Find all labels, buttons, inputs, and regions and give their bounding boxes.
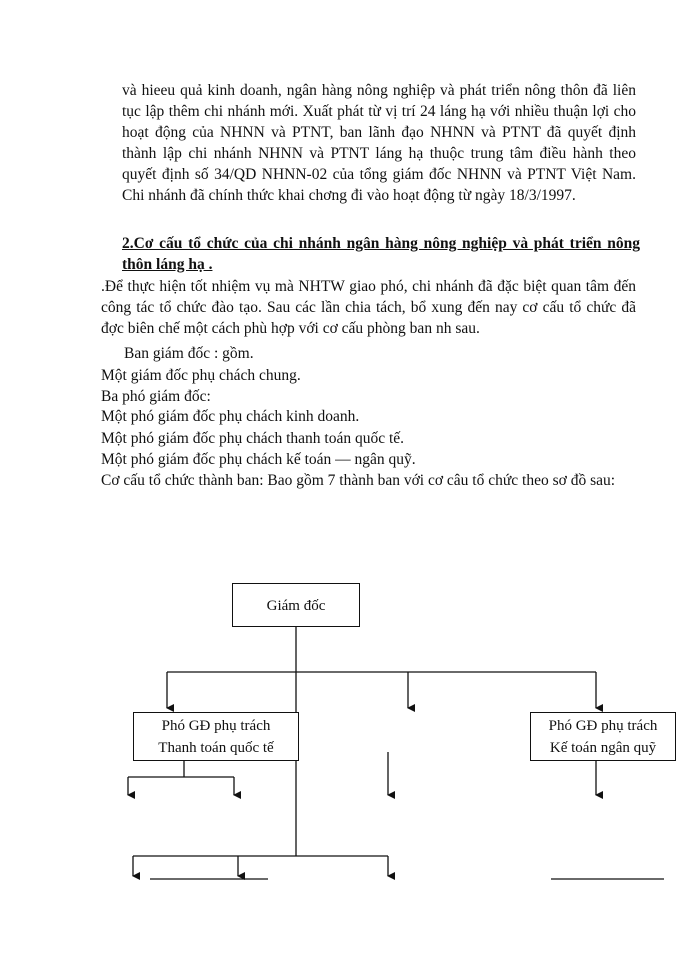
director-box-label: Giám đốc [266,598,326,614]
intro-paragraph: và hieeu quả kinh doanh, ngân hàng nông … [122,82,636,204]
left-deputy-box-line1: Phó GĐ phụ trách [161,718,271,734]
deputy-item: Một phó giám đốc phụ chách kế toán — ngâ… [101,451,416,468]
deputies-line: Ba phó giám đốc: [101,388,211,405]
right-deputy-box: Phó GĐ phụ trách Kế toán ngân quỹ [530,712,676,761]
deputy-item: Một phó giám đốc phụ chách thanh toán qu… [101,430,405,447]
left-deputy-box: Phó GĐ phụ trách Thanh toán quốc tế [133,712,299,761]
director-box: Giám đốc [232,583,360,627]
right-deputy-box-line1: Phó GĐ phụ trách [548,718,658,734]
board-title: Ban giám đốc : gồm. [124,345,254,362]
org-paragraph: .Để thực hiện tốt nhiệm vụ mà NHTW giao … [101,278,636,337]
left-deputy-box-line2: Thanh toán quốc tế [158,740,274,756]
right-deputy-box-line2: Kế toán ngân quỹ [549,740,657,756]
section-heading: 2.Cơ cấu tổ chức của chi nhánh ngân hàng… [122,235,640,273]
director-line: Một giám đốc phụ chách chung. [101,367,301,384]
deputy-item: Một phó giám đốc phụ chách kinh doanh. [101,408,360,425]
structure-paragraph: Cơ cấu tổ chức thành ban: Bao gồm 7 thàn… [101,472,616,489]
